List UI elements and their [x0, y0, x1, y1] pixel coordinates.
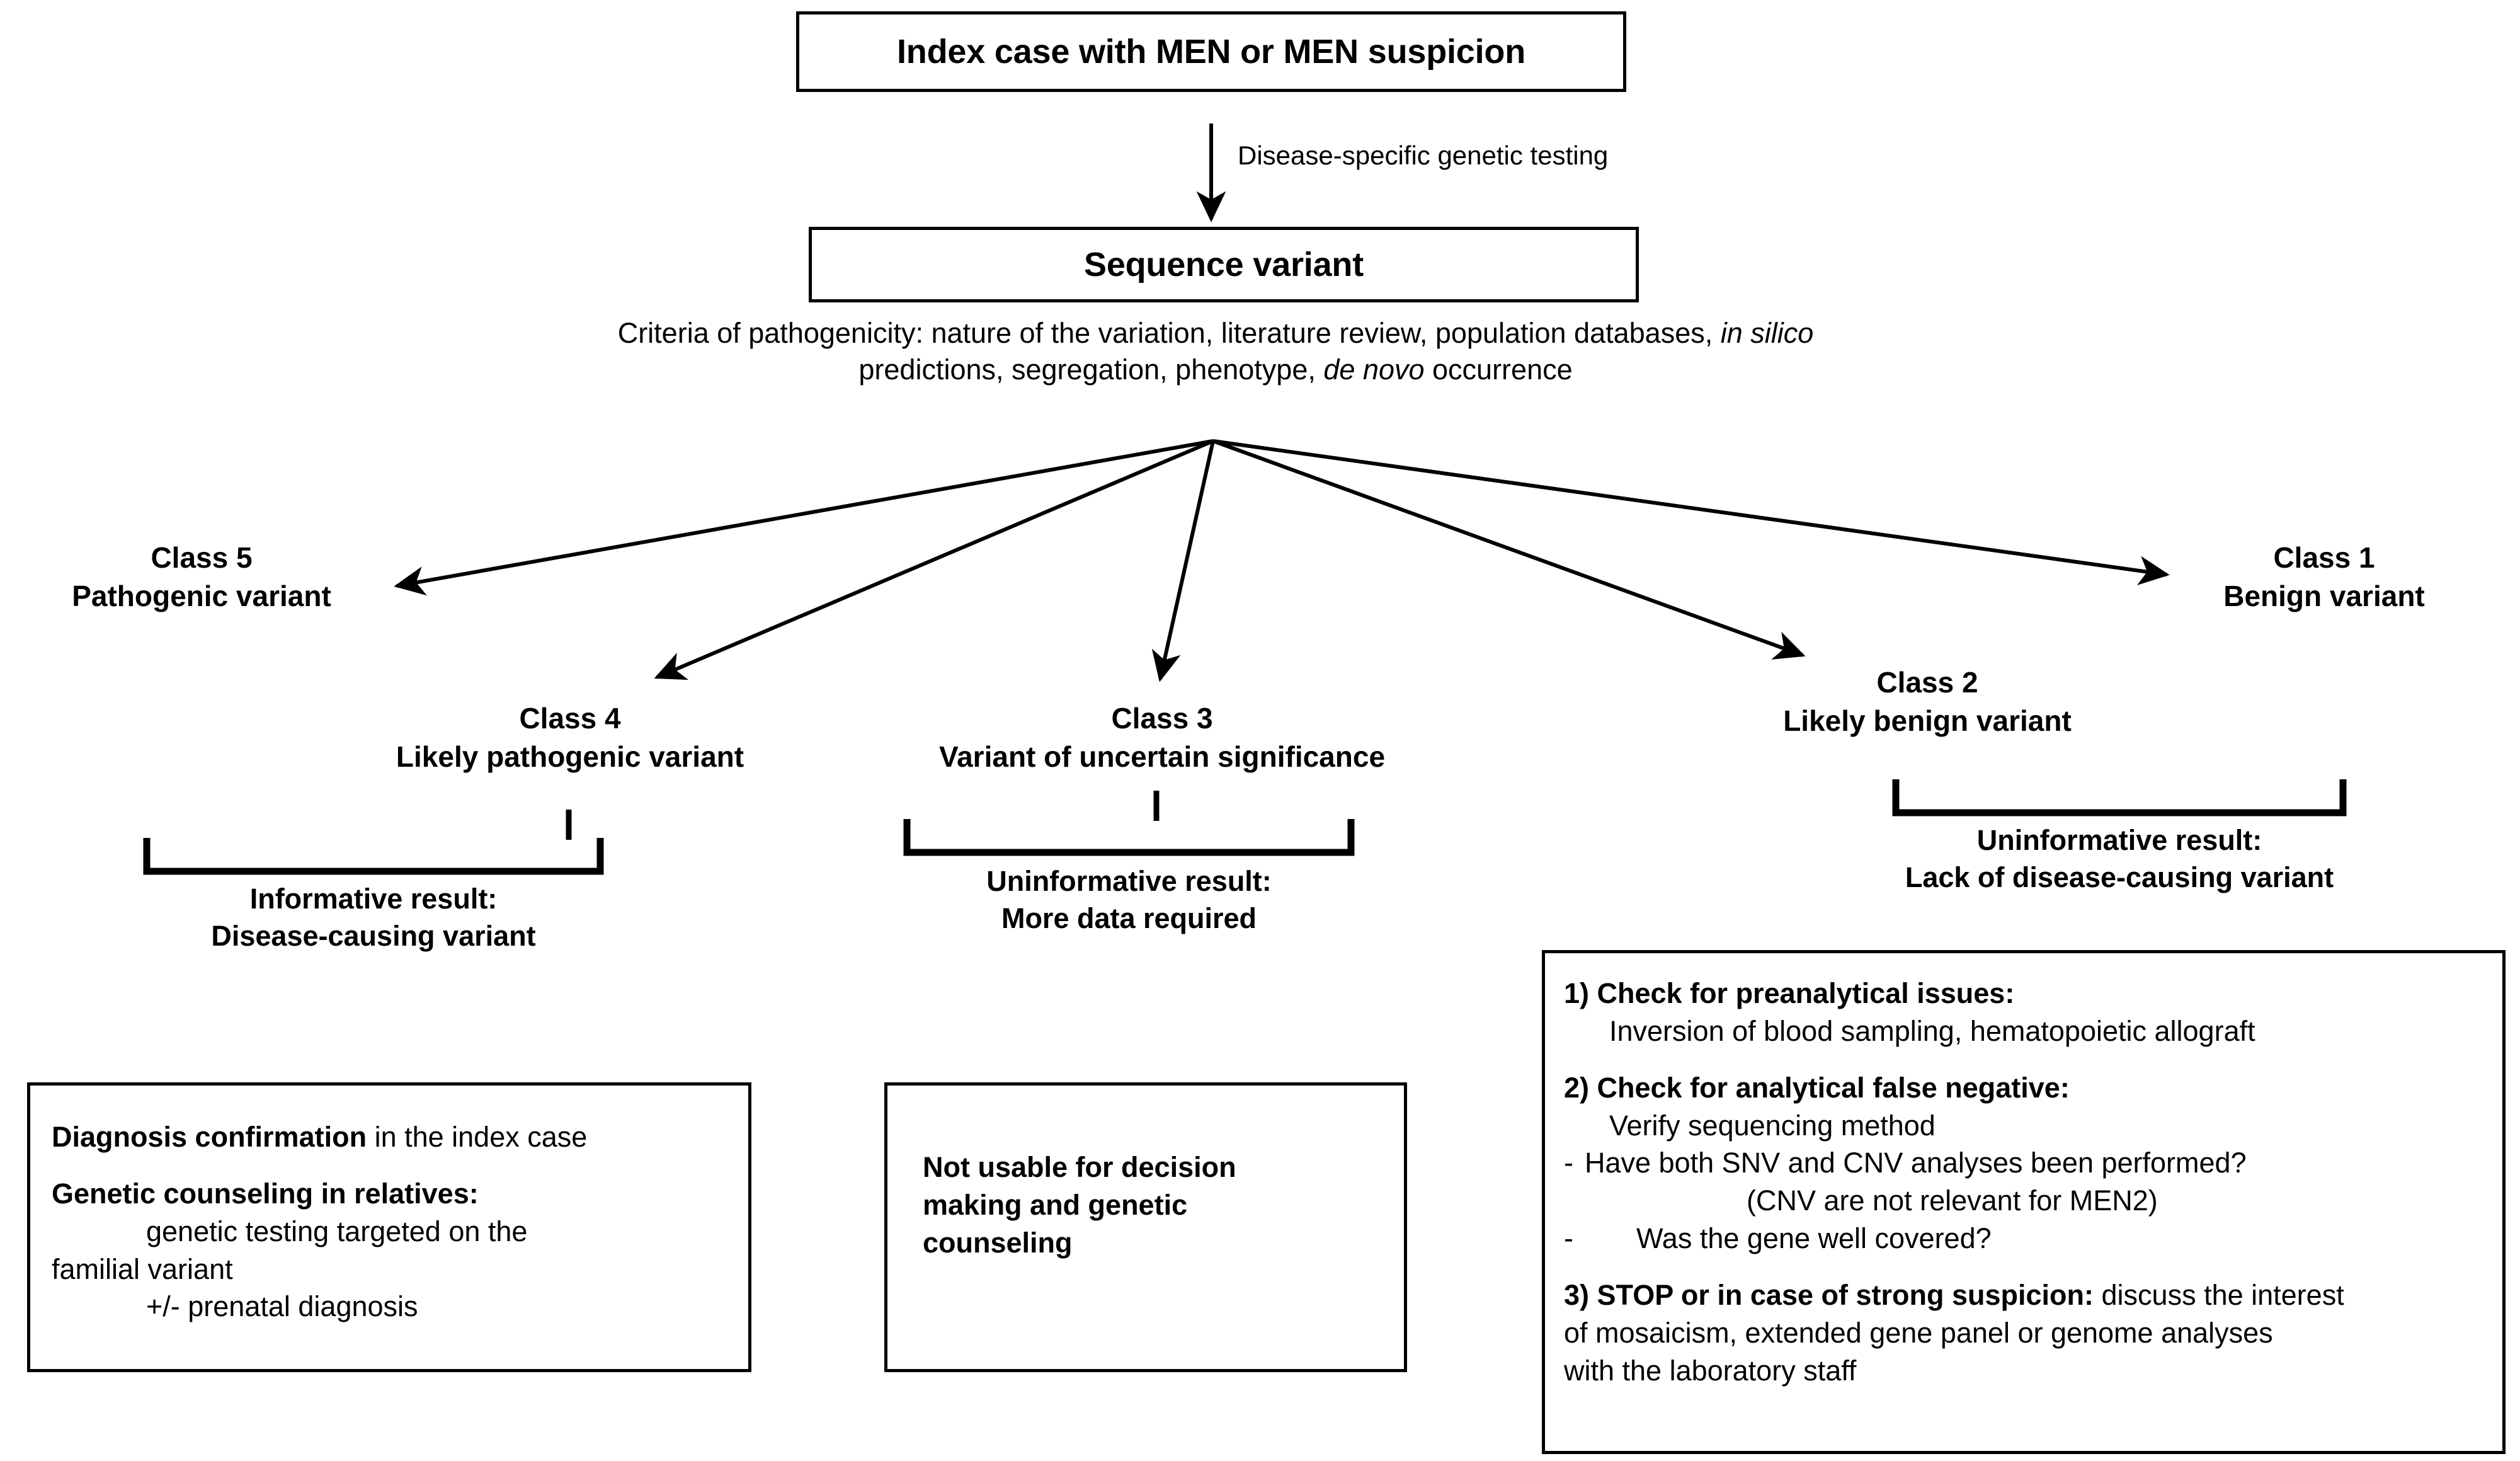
- bracket-middle-line2: More data required: [1001, 902, 1257, 934]
- outcome-left-line-1: Diagnosis confirmation in the index case: [52, 1118, 723, 1156]
- checklist-spacer-1: [1564, 1050, 2486, 1069]
- criteria-line-2-text: predictions, segregation, phenotype,: [858, 353, 1324, 386]
- criteria-in-silico: in silico: [1720, 317, 1814, 349]
- class4-number: Class 4: [519, 702, 621, 735]
- checklist-question-1: Have both SNV and CNV analyses been perf…: [1585, 1147, 2247, 1179]
- class-label-class5: Class 5 Pathogenic variant: [22, 539, 381, 615]
- index-case-label: Index case with MEN or MEN suspicion: [897, 32, 1525, 71]
- outcome-left-line-4: familial variant: [52, 1252, 233, 1285]
- checklist-item-2-detail: Verify sequencing method: [1609, 1109, 1936, 1142]
- class5-number: Class 5: [151, 541, 253, 574]
- outcome-left-body: Diagnosis confirmation in the index case…: [52, 1118, 723, 1326]
- class2-name: Likely benign variant: [1783, 704, 2072, 737]
- class3-name: Variant of uncertain significance: [938, 740, 1386, 773]
- class-label-class1: Class 1 Benign variant: [2141, 539, 2507, 615]
- outcome-left-line-5: +/- prenatal diagnosis: [146, 1290, 418, 1323]
- diagnosis-confirmation-bold: Diagnosis confirmation: [52, 1121, 367, 1153]
- bracket-label-right: Uninformative result: Lack of disease-ca…: [1880, 822, 2359, 896]
- checklist-item-2-heading: 2) Check for analytical false negative:: [1564, 1071, 2070, 1104]
- bracket-left: [143, 838, 604, 875]
- class4-name: Likely pathogenic variant: [396, 740, 744, 773]
- outcome-middle-body: Not usable for decision making and genet…: [923, 1149, 1379, 1262]
- genetic-testing-arrow-label: Disease-specific genetic testing: [1238, 140, 1609, 170]
- class2-number: Class 2: [1876, 666, 1978, 699]
- class-label-class2: Class 2 Likely benign variant: [1650, 663, 2204, 740]
- criteria-line-1-text: Criteria of pathogenicity: nature of the…: [617, 317, 1721, 349]
- checklist-question-2-row: - Was the gene well covered?: [1564, 1220, 2486, 1258]
- checklist-item-1-detail: Inversion of blood sampling, hematopoiet…: [1609, 1014, 2255, 1047]
- arrow-to-class4: [654, 439, 1214, 680]
- checklist-item-3-line-3: with the laboratory staff: [1564, 1354, 1857, 1387]
- outcome-left-spacer: [52, 1156, 723, 1175]
- criteria-of-pathogenicity-text: Criteria of pathogenicity: nature of the…: [378, 315, 2053, 387]
- outcome-box-informative: Diagnosis confirmation in the index case…: [27, 1082, 751, 1372]
- criteria-line-2: predictions, segregation, phenotype, de …: [378, 352, 2053, 388]
- checklist-dash-1: -: [1564, 1147, 1573, 1179]
- checklist-item-3-rest: discuss the interest: [2094, 1278, 2344, 1311]
- diagnosis-confirmation-rest: in the index case: [367, 1121, 588, 1153]
- genetic-counseling-heading: Genetic counseling in relatives:: [52, 1177, 479, 1210]
- criteria-line-1: Criteria of pathogenicity: nature of the…: [378, 315, 2053, 352]
- checklist-item-3-line-1: 3) STOP or in case of strong suspicion: …: [1564, 1276, 2486, 1314]
- class-label-class4: Class 4 Likely pathogenic variant: [296, 699, 844, 776]
- checklist-question-2: Was the gene well covered?: [1636, 1222, 1992, 1255]
- bracket-middle-line1: Uninformative result:: [986, 865, 1272, 897]
- arrow-to-class2: [1212, 439, 1806, 660]
- checklist-item-1-heading: 1) Check for preanalytical issues:: [1564, 977, 2015, 1009]
- arrow-to-class1: [1212, 439, 2170, 586]
- bracket-right: [1892, 779, 2347, 816]
- class5-name: Pathogenic variant: [72, 579, 331, 612]
- class1-number: Class 1: [2273, 541, 2375, 574]
- outcome-box-not-usable: Not usable for decision making and genet…: [884, 1082, 1407, 1372]
- checklist-dash-2: -: [1564, 1222, 1573, 1255]
- outcome-box-checklist: 1) Check for preanalytical issues: Inver…: [1542, 950, 2506, 1454]
- bracket-left-line1: Informative result:: [249, 883, 498, 915]
- checklist-question-1-row: -Have both SNV and CNV analyses been per…: [1564, 1144, 2486, 1182]
- outcome-left-line-3: genetic testing targeted on the: [146, 1215, 528, 1247]
- checklist-spacer-2: [1564, 1258, 2486, 1276]
- bracket-right-line1: Uninformative result:: [1976, 824, 2262, 856]
- outcome-middle-line-3: counseling: [923, 1226, 1073, 1259]
- index-case-box: Index case with MEN or MEN suspicion: [796, 11, 1626, 92]
- class1-name: Benign variant: [2223, 579, 2425, 612]
- checklist-item-3-line-2: of mosaicism, extended gene panel or gen…: [1564, 1316, 2273, 1349]
- bracket-label-left: Informative result: Disease-causing vari…: [147, 881, 600, 954]
- sequence-variant-box: Sequence variant: [809, 227, 1639, 302]
- criteria-de-novo: de novo: [1323, 353, 1425, 386]
- class3-number: Class 3: [1111, 702, 1213, 735]
- checklist-item-3-heading: 3) STOP or in case of strong suspicion:: [1564, 1278, 2094, 1311]
- bracket-middle: [903, 819, 1355, 856]
- sequence-variant-label: Sequence variant: [1084, 245, 1364, 284]
- arrow-to-class3: [1151, 440, 1215, 682]
- checklist-cnv-note: (CNV are not relevant for MEN2): [1747, 1184, 2158, 1217]
- outcome-right-body: 1) Check for preanalytical issues: Inver…: [1564, 975, 2486, 1389]
- arrow-to-class5: [394, 439, 1214, 596]
- class-label-class3: Class 3 Variant of uncertain significanc…: [847, 699, 1477, 776]
- outcome-middle-line-2: making and genetic: [923, 1188, 1188, 1221]
- criteria-line-2-tail: occurrence: [1424, 353, 1573, 386]
- bracket-right-line2: Lack of disease-causing variant: [1905, 861, 2334, 893]
- outcome-middle-line-1: Not usable for decision: [923, 1151, 1236, 1183]
- bracket-label-middle: Uninformative result: More data required: [907, 863, 1351, 937]
- bracket-left-line2: Disease-causing variant: [211, 919, 536, 952]
